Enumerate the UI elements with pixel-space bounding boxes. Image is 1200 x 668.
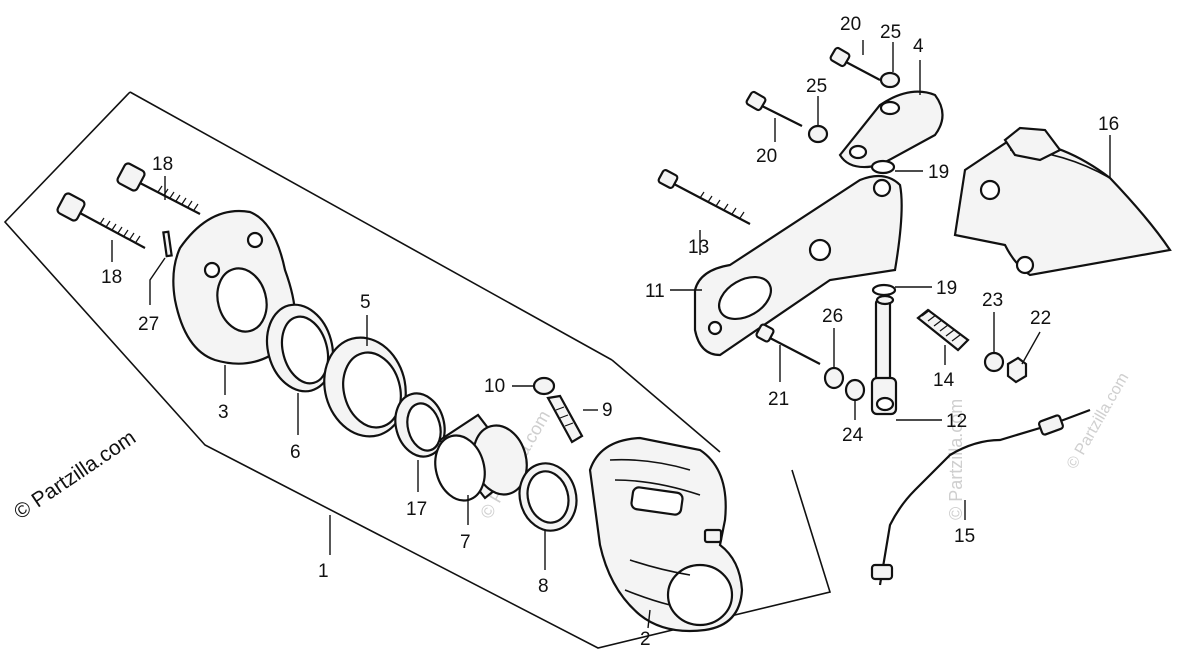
callout-7: 7 <box>460 532 471 553</box>
ring-17 <box>394 392 446 458</box>
cover-16 <box>953 126 1172 277</box>
washer-25-upper <box>879 71 901 89</box>
callout-5: 5 <box>360 292 371 313</box>
callout-20-lower: 20 <box>756 146 777 167</box>
watermark-faint-2: © Partzilla.com <box>946 399 966 520</box>
callout-10: 10 <box>484 376 505 397</box>
bolt-18-upper <box>116 162 201 215</box>
bolt-21 <box>755 323 821 365</box>
bolt-20-upper <box>829 46 881 81</box>
callout-3: 3 <box>218 402 229 423</box>
pin-12 <box>870 294 898 416</box>
callout-24: 24 <box>842 425 864 446</box>
bolt-20-lower <box>745 90 803 127</box>
spring-14 <box>916 308 970 352</box>
callout-9: 9 <box>602 400 613 421</box>
caliper-body-2 <box>588 436 744 633</box>
callout-15: 15 <box>954 526 975 547</box>
callout-21: 21 <box>768 389 789 410</box>
callout-19-upper: 19 <box>928 162 949 183</box>
washer-25-lower <box>807 124 829 144</box>
bolt-18-lower <box>56 192 146 249</box>
callout-22: 22 <box>1030 308 1051 329</box>
bolt-13 <box>657 169 751 225</box>
bleeder-9 <box>546 394 584 444</box>
washer-26 <box>823 366 845 390</box>
callout-16: 16 <box>1098 114 1119 135</box>
washer-23 <box>983 351 1005 373</box>
callout-4: 4 <box>913 36 924 57</box>
callout-19-lower: 19 <box>936 278 957 299</box>
pin-27 <box>162 230 173 258</box>
callout-25-lower: 25 <box>806 76 827 97</box>
arm-11 <box>693 174 903 357</box>
rod-15 <box>870 408 1091 586</box>
callout-11: 11 <box>645 281 665 302</box>
oring-19-upper <box>870 159 896 175</box>
callout-20-upper: 20 <box>840 14 861 35</box>
nut-22 <box>1006 356 1028 384</box>
assembly-boundary <box>3 91 832 649</box>
plate-3 <box>172 210 297 365</box>
callout-8: 8 <box>538 576 549 597</box>
piston-7 <box>434 413 528 502</box>
watermark-faint-3: © Partzilla.com <box>1064 370 1133 472</box>
callout-13: 13 <box>688 237 709 258</box>
ring-8 <box>518 462 578 532</box>
callout-6: 6 <box>290 442 301 463</box>
callout-17: 17 <box>406 499 427 520</box>
callout-18-upper: 18 <box>152 154 173 175</box>
assembly-boundary-top <box>129 91 613 361</box>
callout-12: 12 <box>946 411 967 432</box>
seal-6 <box>265 303 335 393</box>
callout-2: 2 <box>640 629 651 650</box>
assembly-boundary-top-2 <box>611 359 721 453</box>
callout-18-lower: 18 <box>101 267 122 288</box>
watermark-partzilla: © Partzilla.com <box>10 426 140 524</box>
leader-lines <box>111 40 1111 629</box>
callout-26: 26 <box>822 306 843 327</box>
ring-5 <box>323 336 407 438</box>
callout-27: 27 <box>138 314 159 335</box>
callout-1: 1 <box>318 561 329 582</box>
callout-23: 23 <box>982 290 1003 311</box>
cap-10 <box>532 376 556 396</box>
washer-24 <box>844 378 866 402</box>
callout-14: 14 <box>933 370 955 391</box>
callout-25-upper: 25 <box>880 22 901 43</box>
oring-19-lower <box>871 283 897 297</box>
bracket-4 <box>838 90 944 169</box>
